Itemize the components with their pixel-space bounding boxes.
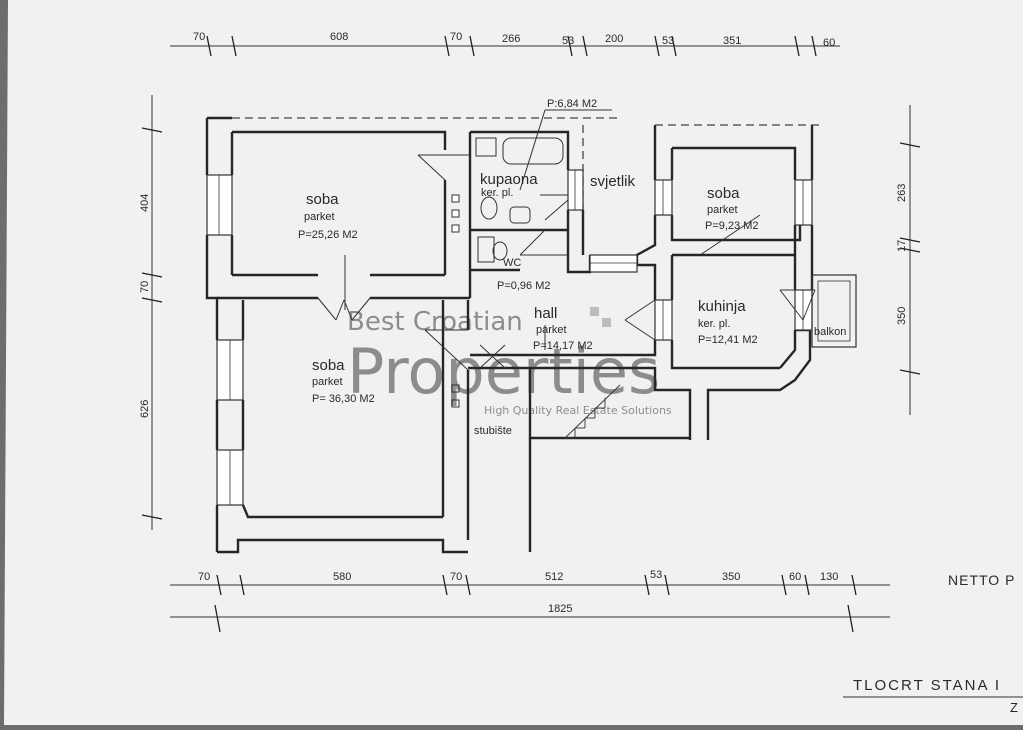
room-stubiste: stubište (474, 425, 512, 437)
room-soba-2: soba parket P= 36,30 M2 (312, 357, 375, 405)
room-svjetlik: svjetlik (590, 173, 636, 190)
dim-bottom-2: 70 (450, 571, 462, 583)
room-name: kuhinja (698, 298, 746, 315)
paper (4, 0, 1023, 725)
dim-top-0: 70 (193, 31, 205, 43)
dim-left-1: 70 (139, 281, 151, 293)
room-floor: parket (312, 376, 343, 388)
room-wc: WC P=0,96 M2 (497, 257, 551, 292)
plan-title-sub: Z (1010, 700, 1018, 715)
room-area: P=14,17 M2 (533, 340, 593, 352)
watermark-tagline: High Quality Real Estate Solutions (484, 404, 672, 417)
room-area: P=12,41 M2 (698, 334, 758, 346)
room-soba-1: soba parket P=25,26 M2 (298, 191, 358, 241)
room-floor: ker. pl. (481, 187, 513, 199)
netto-label: NETTO P (948, 572, 1015, 588)
dim-top-8: 60 (823, 37, 835, 49)
dim-top-4: 53 (562, 35, 574, 47)
dim-right-0: 263 (896, 184, 908, 202)
room-name: kupaona (480, 171, 538, 188)
dim-total: 1825 (548, 603, 572, 615)
room-hall: hall parket P=14,17 M2 (533, 305, 593, 352)
room-floor: parket (536, 324, 567, 336)
dimension-ticks (141, 35, 921, 633)
dimensions-right: 263 17 350 (896, 184, 908, 325)
watermark-line2: Properties (347, 335, 660, 408)
room-name: hall (534, 305, 557, 322)
watermark-mark-icon (590, 307, 599, 316)
room-area: P=25,26 M2 (298, 229, 358, 241)
dim-top-3: 266 (502, 33, 520, 45)
room-area: P=9,23 M2 (705, 220, 759, 232)
toilet-icon (480, 196, 498, 220)
stairs (564, 384, 621, 439)
bidet-icon (509, 206, 531, 224)
room-area: P=0,96 M2 (497, 280, 551, 292)
walls (205, 116, 814, 554)
dim-top-1: 608 (330, 31, 348, 43)
dim-right-2: 350 (896, 307, 908, 325)
bathtub-icon (502, 137, 564, 165)
dimension-lines (151, 45, 911, 618)
dimensions-top: 70 608 70 266 53 200 53 351 60 (193, 31, 835, 49)
dim-left-0: 404 (139, 194, 151, 212)
balcony-outline (811, 274, 857, 348)
dim-bottom-1: 580 (333, 571, 351, 583)
washbasin-icon (475, 137, 497, 157)
radiator-icons (451, 194, 460, 408)
window-mullions (218, 170, 804, 505)
dim-bottom-0: 70 (198, 571, 210, 583)
dim-top-7: 351 (723, 35, 741, 47)
wc-box-icon (477, 236, 495, 263)
dim-left-2: 626 (139, 400, 151, 418)
doors (317, 154, 816, 371)
room-soba-3: soba parket P=9,23 M2 (705, 185, 759, 232)
dim-right-1: 17 (896, 240, 908, 252)
dim-top-2: 70 (450, 31, 462, 43)
plan-title: TLOCRT STANA I (853, 677, 1001, 694)
room-name: soba (707, 185, 740, 202)
room-name: soba (306, 191, 339, 208)
dim-bottom-4: 53 (650, 569, 662, 581)
room-floor: parket (304, 211, 335, 223)
dim-bottom-6: 60 (789, 571, 801, 583)
watermark-line1: Best Croatian (347, 307, 523, 337)
watermark: Best Croatian Properties High Quality Re… (347, 307, 672, 417)
room-floor: parket (707, 204, 738, 216)
room-name: soba (312, 357, 345, 374)
dimensions-bottom: 70 580 70 512 53 350 60 130 1825 (198, 569, 838, 615)
room-kuhinja: kuhinja ker. pl. P=12,41 M2 (698, 298, 758, 346)
room-area: P:6,84 M2 (547, 98, 597, 110)
room-name: WC (503, 257, 521, 269)
dimensions-left: 404 70 626 (139, 194, 151, 418)
room-floor: ker. pl. (698, 318, 730, 330)
dim-bottom-7: 130 (820, 571, 838, 583)
dim-bottom-5: 350 (722, 571, 740, 583)
room-balkon: balkon (814, 326, 846, 338)
dim-top-5: 200 (605, 33, 623, 45)
dim-top-6: 53 (662, 35, 674, 47)
bathroom-fixtures (475, 137, 564, 263)
room-kupaona: kupaona ker. pl. P:6,84 M2 (480, 98, 597, 199)
room-area: P= 36,30 M2 (312, 393, 375, 405)
dim-bottom-3: 512 (545, 571, 563, 583)
